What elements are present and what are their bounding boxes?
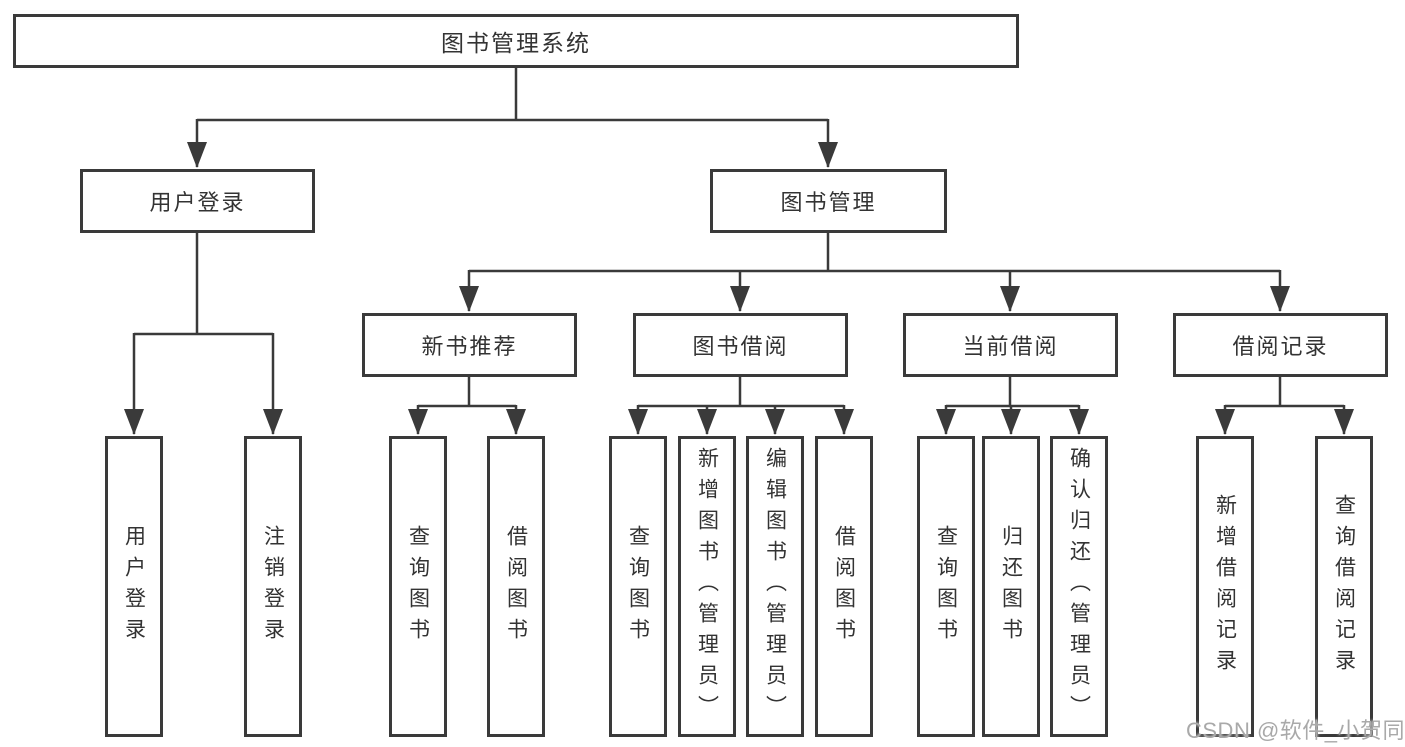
leaf-add-borrow-record: 新增借阅记录 [1196,436,1254,737]
leaf-logout: 注销登录 [244,436,302,737]
leaf-query-books-recommend: 查询图书 [389,436,447,737]
leaf-user-login: 用户登录 [105,436,163,737]
node-borrowing-records: 借阅记录 [1173,313,1388,377]
node-user-login: 用户登录 [80,169,315,233]
node-new-book-recommend: 新书推荐 [362,313,577,377]
watermark: CSDN @软件_小贺同学 [1186,718,1405,743]
leaf-borrow-books-recommend: 借阅图书 [487,436,545,737]
leaf-edit-books-admin: 编辑图书（管理员） [746,436,804,737]
node-book-borrowing: 图书借阅 [633,313,848,377]
leaf-confirm-return-admin: 确认归还（管理员） [1050,436,1108,737]
leaf-borrow-books-borrowing: 借阅图书 [815,436,873,737]
node-book-management: 图书管理 [710,169,947,233]
leaf-query-borrow-record: 查询借阅记录 [1315,436,1373,737]
node-current-borrowing: 当前借阅 [903,313,1118,377]
leaf-add-books-admin: 新增图书（管理员） [678,436,736,737]
leaf-query-books-current: 查询图书 [917,436,975,737]
leaf-return-books: 归还图书 [982,436,1040,737]
leaf-query-books-borrowing: 查询图书 [609,436,667,737]
node-root: 图书管理系统 [13,14,1019,68]
